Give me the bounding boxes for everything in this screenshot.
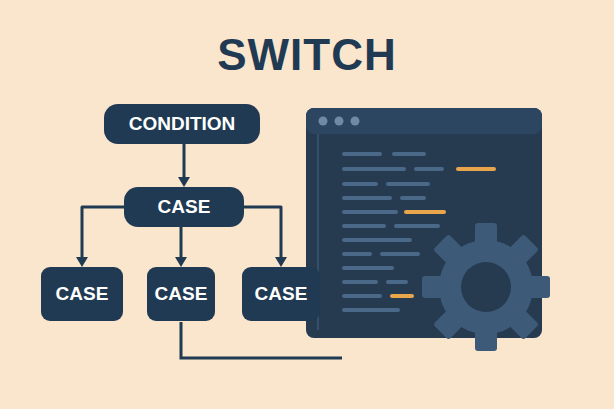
code-lines xyxy=(342,152,444,312)
title: SWITCH xyxy=(0,30,614,80)
window-dot xyxy=(351,117,360,126)
node-label: CASE xyxy=(155,283,208,305)
node-label: CASE xyxy=(158,196,211,218)
window-dot xyxy=(319,117,328,126)
connector-arrow xyxy=(178,144,190,187)
window-bar xyxy=(306,108,542,134)
node-label: CASE xyxy=(56,283,109,305)
connector-arrow xyxy=(175,227,187,267)
case-box: CASE xyxy=(124,187,244,227)
window-dot xyxy=(335,117,344,126)
node-label: CASE xyxy=(255,283,308,305)
condition-box: CONDITION xyxy=(104,104,260,144)
node-label: CONDITION xyxy=(129,113,236,135)
code-window xyxy=(306,108,542,338)
case-box: CASE xyxy=(41,267,123,321)
connector-arrow xyxy=(244,207,287,267)
case-box: CASE xyxy=(147,267,215,321)
case-box: CASE xyxy=(242,267,320,321)
connector-arrow xyxy=(76,207,124,267)
gear-icon xyxy=(422,223,550,351)
